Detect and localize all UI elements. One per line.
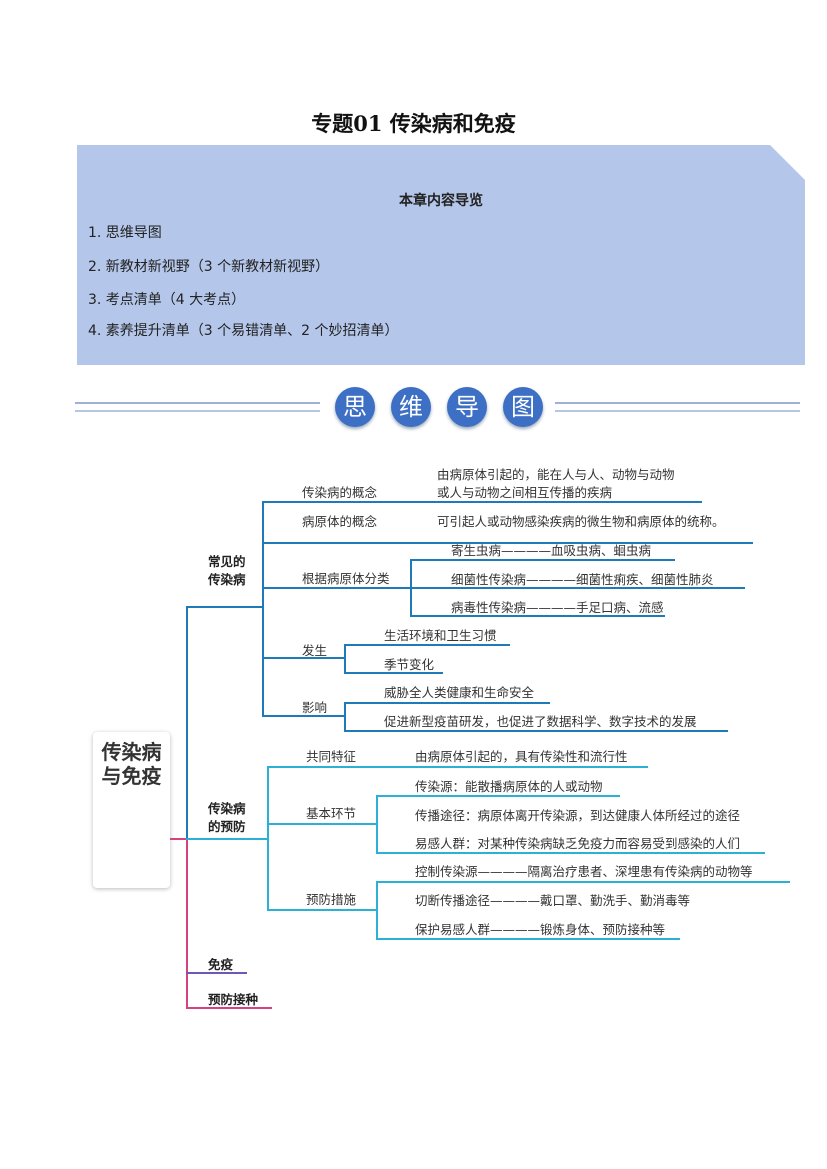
- node-text: 病毒性传染病————手足口病、流感: [451, 600, 664, 615]
- connector: [262, 587, 745, 589]
- connector: [376, 881, 790, 883]
- node-label: 病原体的概念: [302, 514, 378, 529]
- page-title: 专题01 传染病和免疫: [311, 111, 516, 136]
- banner-char: 导: [447, 387, 487, 427]
- connector: [170, 838, 187, 840]
- chapter-guide-box: 本章内容导览 1. 思维导图 2. 新教材新视野（3 个新教材新视野） 3. 考…: [77, 145, 805, 365]
- connector: [344, 702, 550, 704]
- banner-line-left: [75, 402, 320, 412]
- branch-label: 传染病的预防: [208, 801, 246, 834]
- connector: [344, 644, 510, 646]
- node-text: 寄生虫病————血吸虫病、蛔虫病: [451, 543, 652, 558]
- node-text: 由病原体引起的，能在人与人、动物与动物: [437, 467, 675, 482]
- guide-item: 1. 思维导图: [88, 225, 162, 241]
- node-label: 传染病的概念: [302, 485, 378, 500]
- node-text: 切断传播途径————戴口罩、勤洗手、勤消毒等: [415, 893, 691, 908]
- connector: [267, 766, 648, 768]
- banner-char: 思: [335, 387, 375, 427]
- connector: [186, 972, 247, 974]
- connector: [344, 730, 728, 732]
- node-text: 传染源：能散播病原体的人或动物: [415, 779, 603, 794]
- connector: [344, 703, 346, 732]
- root-node: 传染病与免疫: [93, 732, 170, 888]
- node-text: 生活环境和卫生习惯: [384, 628, 497, 643]
- node-text: 季节变化: [384, 657, 435, 672]
- connector: [344, 645, 346, 674]
- banner-line-right: [555, 402, 800, 412]
- connector: [376, 852, 765, 854]
- node-text: 威胁全人类健康和生命安全: [384, 685, 535, 700]
- connector: [376, 795, 620, 797]
- connector: [344, 672, 443, 674]
- node-text: 促进新型疫苗研发，也促进了数据科学、数字技术的发展: [384, 714, 697, 729]
- guide-item: 3. 考点清单（4 大考点）: [88, 292, 246, 308]
- node-text: 保护易感人群————锻炼身体、预防接种等: [415, 922, 666, 937]
- connector: [186, 838, 188, 1009]
- node-text: 控制传染源————隔离治疗患者、深埋患有传染病的动物等: [415, 864, 753, 879]
- connector: [186, 838, 268, 840]
- connector: [376, 938, 680, 940]
- node-label: 预防措施: [306, 892, 357, 907]
- connector: [262, 542, 753, 544]
- node-text: 传播途径：病原体离开传染源，到达健康人体所经过的途径: [415, 808, 741, 823]
- connector: [267, 767, 269, 911]
- node-text: 细菌性传染病————细菌性痢疾、细菌性肺炎: [451, 572, 714, 587]
- node-label: 影响: [302, 700, 328, 715]
- connector: [376, 882, 378, 940]
- connector: [262, 715, 345, 717]
- branch-label: 免疫: [208, 957, 234, 972]
- banner-char: 维: [391, 387, 431, 427]
- guide-item: 4. 素养提升清单（3 个易错清单、2 个妙招清单）: [88, 323, 399, 339]
- guide-heading: 本章内容导览: [399, 193, 483, 209]
- node-label: 基本环节: [306, 806, 357, 821]
- connector: [186, 607, 188, 838]
- node-label: 共同特征: [306, 749, 357, 764]
- connector: [262, 501, 702, 503]
- node-text: 可引起人或动物感染疾病的微生物和病原体的统称。: [437, 514, 725, 529]
- node-text: 易感人群：对某种传染病缺乏免疫力而容易受到感染的人们: [415, 836, 741, 851]
- connector: [267, 823, 377, 825]
- connector: [410, 560, 412, 617]
- node-label: 根据病原体分类: [302, 571, 390, 586]
- connector: [267, 909, 377, 911]
- connector: [410, 615, 665, 617]
- connector: [262, 657, 345, 659]
- root-label: 传染病与免疫: [101, 740, 162, 788]
- banner-char: 图: [503, 387, 543, 427]
- connector: [410, 559, 675, 561]
- connector: [186, 1007, 272, 1009]
- guide-item: 2. 新教材新视野（3 个新教材新视野）: [88, 259, 330, 275]
- connector: [262, 502, 264, 717]
- node-text: 或人与动物之间相互传播的疾病: [437, 485, 613, 500]
- node-label: 发生: [302, 643, 328, 658]
- branch-label: 预防接种: [208, 992, 259, 1007]
- branch-label: 常见的传染病: [208, 554, 246, 587]
- connector: [376, 796, 378, 854]
- node-text: 由病原体引起的，具有传染性和流行性: [415, 749, 628, 764]
- connector: [186, 606, 263, 608]
